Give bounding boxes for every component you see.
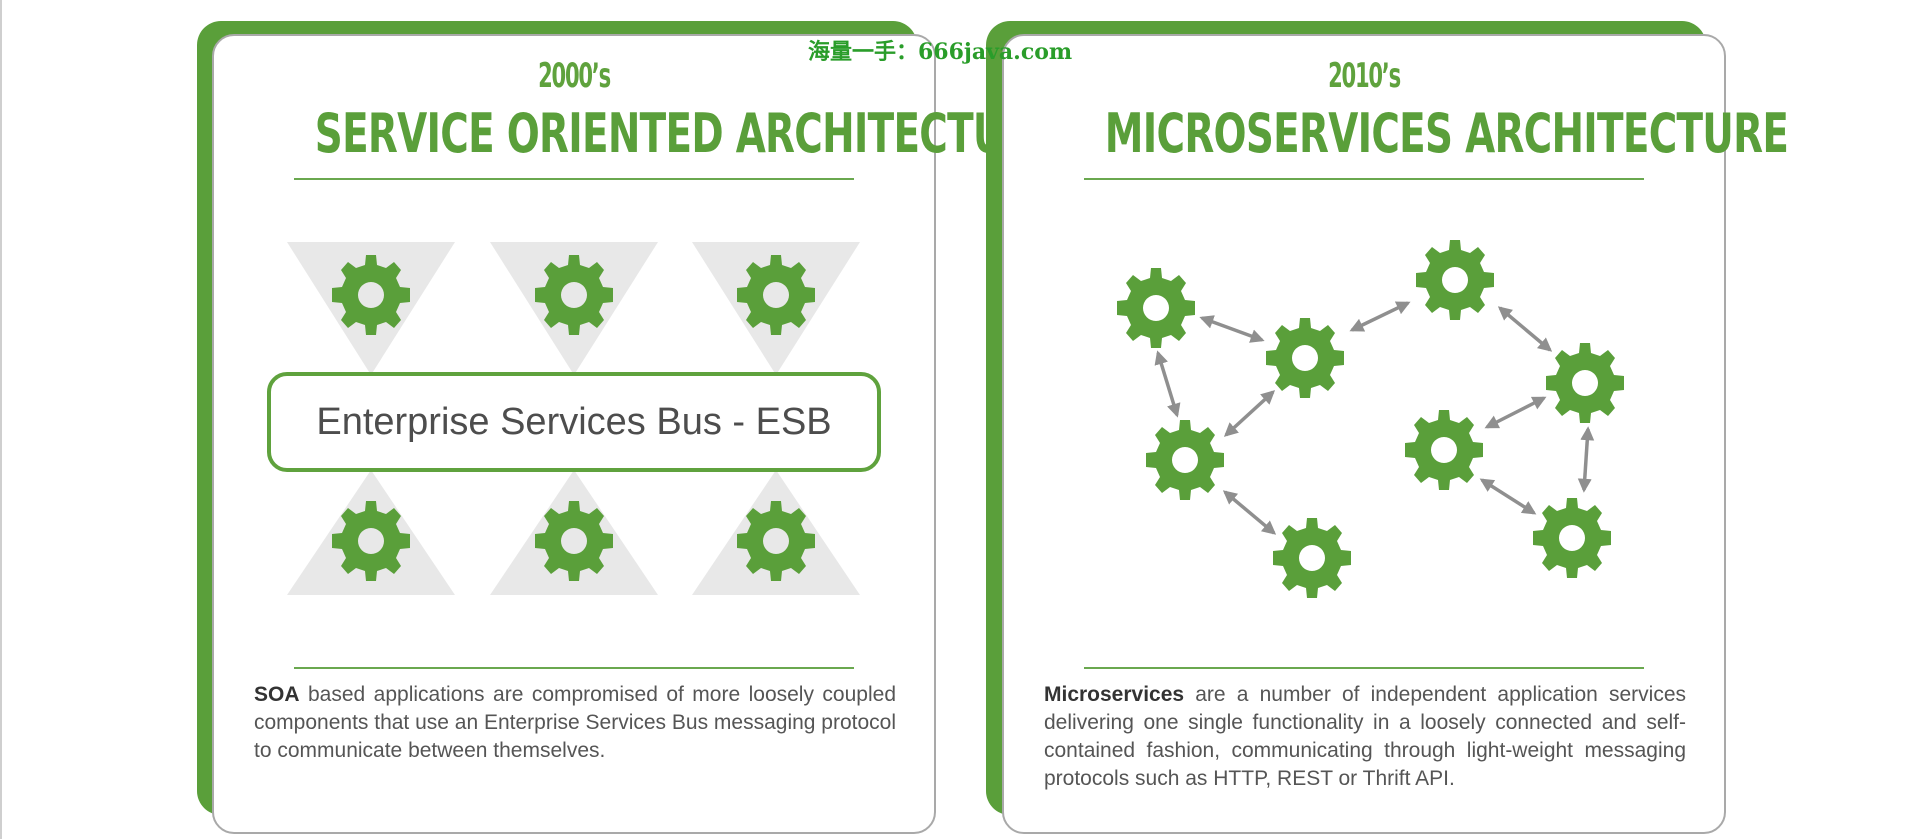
micro-desc-term: Microservices	[1044, 683, 1185, 706]
micro-arrow	[1223, 390, 1276, 437]
micro-arrow	[1577, 426, 1595, 493]
micro-arrow	[1199, 315, 1265, 343]
micro-arrow	[1154, 350, 1181, 418]
watermark-text: 海量一手：666java.com	[808, 39, 1073, 65]
soa-decade: 2000’s	[538, 56, 611, 96]
micro-description: Microservices are a number of independen…	[1044, 681, 1686, 793]
micro-top-rule	[1084, 178, 1644, 180]
soa-desc-text: based applications are compromised of mo…	[254, 683, 897, 762]
microservice-gear	[1533, 498, 1611, 578]
micro-arrow	[1497, 306, 1553, 352]
micro-desc-text: are a number of independent application …	[1044, 683, 1686, 790]
micro-arrow	[1349, 301, 1411, 332]
microservice-gear	[1146, 420, 1224, 500]
micro-panel: 2010’s MICROSERVICES ARCHITECTURE Micros…	[1002, 34, 1789, 834]
soa-description: SOA based applications are compromised o…	[254, 681, 896, 765]
microservice-gear	[1405, 410, 1483, 490]
esb-bus-bar	[267, 372, 881, 472]
micro-arrow	[1484, 396, 1547, 429]
microservice-gear	[1546, 343, 1624, 423]
soa-triangle-bottom-1	[287, 470, 455, 595]
soa-desc-term: SOA	[254, 683, 300, 706]
micro-arrow	[1222, 490, 1277, 535]
soa-top-rule	[294, 178, 854, 180]
soa-bottom-rule	[294, 667, 854, 669]
soa-triangle-bottom-3	[692, 470, 860, 595]
micro-decade: 2010’s	[1328, 56, 1401, 96]
microservice-gear	[1273, 518, 1351, 598]
micro-arrow	[1479, 478, 1537, 515]
micro-connections	[1154, 301, 1595, 535]
microservice-gear	[1266, 318, 1344, 398]
microservice-gear	[1416, 240, 1494, 320]
esb-bus-label: Enterprise Services Bus - ESB	[316, 401, 831, 443]
soa-triangle-bottom-2	[490, 470, 658, 595]
microservice-gear	[1117, 268, 1195, 348]
micro-bottom-rule	[1084, 667, 1644, 669]
left-edge-rule	[0, 0, 2, 839]
